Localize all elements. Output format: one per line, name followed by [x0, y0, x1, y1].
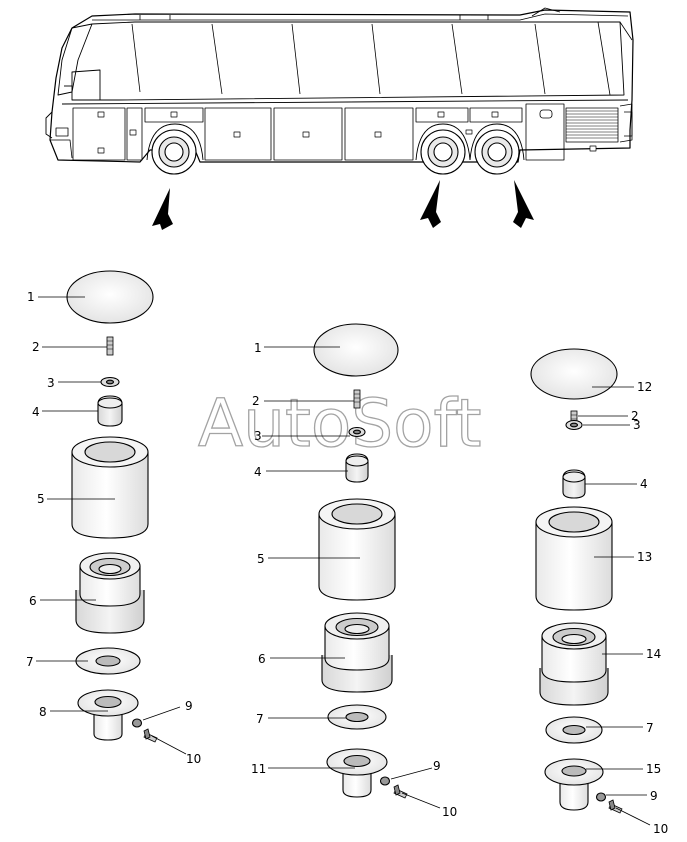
callout-left-7: 7 — [26, 655, 34, 669]
callout-middle-5: 5 — [257, 552, 265, 566]
callout-left-2: 2 — [32, 340, 40, 354]
callout-right-10: 10 — [653, 822, 668, 836]
callout-left-9: 9 — [185, 699, 193, 713]
callout-right-7: 7 — [646, 721, 654, 735]
callout-left-10: 10 — [186, 752, 201, 766]
callout-middle-4: 4 — [254, 465, 262, 479]
callout-right-4: 4 — [640, 477, 648, 491]
assembly-left — [66, 270, 158, 743]
callout-right-12: 12 — [637, 380, 652, 394]
callout-right-14: 14 — [646, 647, 661, 661]
callout-middle-11: 11 — [251, 762, 266, 776]
callout-labels-left: 1 2 3 4 5 6 7 8 9 10 — [26, 290, 201, 766]
callout-middle-6: 6 — [258, 652, 266, 666]
callout-right-2: 2 — [631, 409, 639, 423]
callout-labels-middle: 1 2 3 4 5 6 7 11 9 10 — [251, 341, 457, 819]
callout-left-8: 8 — [39, 705, 47, 719]
callout-left-3: 3 — [47, 376, 55, 390]
callout-left-4: 4 — [32, 405, 40, 419]
bus-illustration — [45, 7, 634, 163]
bus-wheels — [151, 129, 520, 175]
callout-middle-3: 3 — [254, 429, 262, 443]
callout-middle-9: 9 — [433, 759, 441, 773]
callout-right-9: 9 — [650, 789, 658, 803]
callout-left-5: 5 — [37, 492, 45, 506]
callout-right-15: 15 — [646, 762, 661, 776]
arrow-rear-axle-2 — [513, 180, 534, 228]
arrow-rear-axle-1 — [420, 180, 441, 228]
callout-right-3: 3 — [633, 418, 641, 432]
assembly-middle — [313, 323, 408, 799]
assembly-right — [530, 348, 623, 814]
callout-middle-2: 2 — [252, 394, 260, 408]
arrow-front-axle — [152, 188, 173, 230]
callout-middle-10: 10 — [442, 805, 457, 819]
callout-middle-1: 1 — [254, 341, 262, 355]
callout-left-6: 6 — [29, 594, 37, 608]
leader-lines — [36, 296, 651, 826]
callout-labels-right: 12 2 3 4 13 14 7 15 9 10 — [631, 380, 668, 836]
wheel-pointer-arrows — [152, 180, 534, 230]
callout-middle-7: 7 — [256, 712, 264, 726]
callout-right-13: 13 — [637, 550, 652, 564]
watermark-text: AutoSoft — [198, 385, 481, 462]
callout-left-1: 1 — [27, 290, 35, 304]
